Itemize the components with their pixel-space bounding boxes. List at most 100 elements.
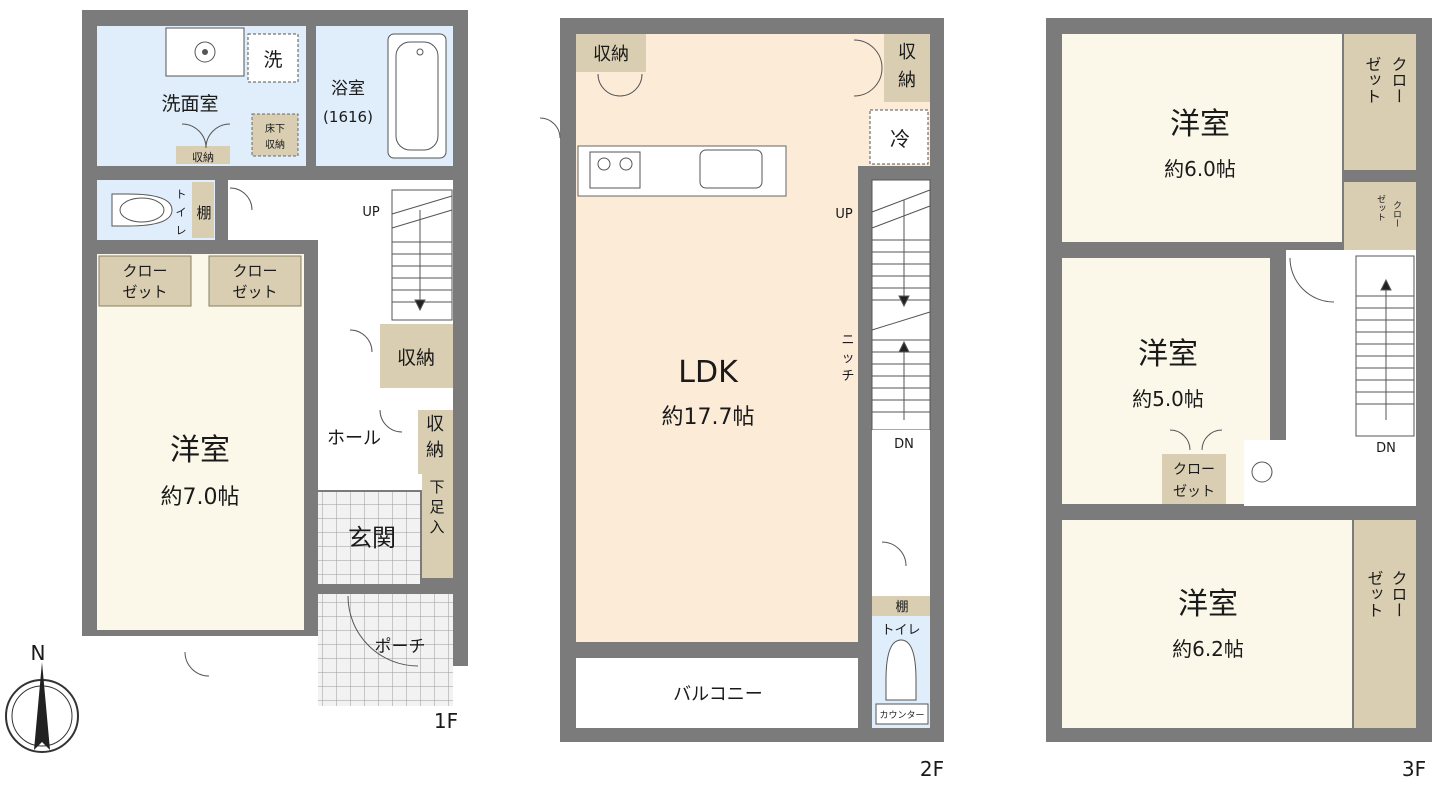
label-shuno-2f-right-1: 収 (898, 42, 916, 63)
label-getabako-2: 足 (429, 498, 444, 516)
label-senmen: 洗面室 (161, 93, 218, 115)
label-closet3f-3-a: クロー (1389, 570, 1408, 618)
label-niche-2: ッ (841, 351, 854, 366)
label-closet-b-2: ゼット (232, 283, 277, 301)
label-room3f-1-area: 約6.0帖 (1164, 157, 1236, 181)
label-up-2f: UP (835, 207, 853, 222)
label-toilet-1f-2: イ (176, 206, 187, 219)
room3f-1 (1062, 34, 1342, 242)
label-youshitsu-1f-area: 約7.0帖 (161, 485, 240, 510)
storage-2f-right (884, 34, 930, 102)
label-shuno-2f-right-2: 納 (898, 70, 916, 91)
label-senmen-shuno: 収納 (192, 151, 214, 164)
floor-3f (1046, 18, 1432, 742)
bathtub (387, 33, 447, 159)
storage-hall-small (418, 410, 453, 474)
label-closet3f-2-b: ゼット (1173, 484, 1215, 500)
storage-getabako (422, 474, 453, 578)
label-closet3f-2-a: クロー (1173, 462, 1215, 478)
label-dn-2f: DN (894, 437, 914, 452)
label-ldk-area: 約17.7帖 (662, 405, 755, 430)
label-tana-1f: 棚 (196, 204, 211, 222)
shelf-2f (872, 596, 930, 616)
stove (589, 151, 641, 189)
storage-hall-big (380, 324, 453, 388)
label-getabako-1: 下 (429, 478, 444, 496)
kitchen-sink (699, 149, 763, 189)
closet3f-1 (1344, 34, 1416, 170)
closet-b-1f (208, 255, 302, 307)
label-closet-a-2: ゼット (122, 283, 167, 301)
floor-label-2f: 2F (920, 757, 944, 781)
label-yukashita-2: 収納 (265, 138, 285, 151)
label-yokushitsu-size: (1616) (323, 108, 373, 126)
label-closet3f-1-b: ゼット (1363, 56, 1382, 104)
label-closet3f-small-b: ゼット (1375, 194, 1386, 221)
label-counter: カウンター (879, 710, 924, 721)
label-hall-shuno: 収納 (397, 347, 435, 369)
storage-senmen (176, 146, 230, 164)
compass-north-label: N (31, 641, 46, 665)
storage-yukashita (251, 113, 299, 157)
label-toilet-1f-3: レ (176, 224, 187, 237)
label-getabako-3: 入 (429, 518, 444, 536)
label-shuno-small-2: 納 (426, 440, 444, 461)
label-hall: ホール (327, 428, 381, 449)
stairs-3f (1355, 255, 1415, 437)
stairs-1f (391, 189, 453, 321)
floor-label-3f: 3F (1402, 757, 1426, 781)
label-youshitsu-1f: 洋室 (170, 433, 230, 468)
label-niche-1: ニ (841, 333, 854, 348)
label-dn-3f: DN (1376, 441, 1396, 456)
label-closet3f-3-b: ゼット (1365, 570, 1384, 618)
label-balcony: バルコニー (673, 684, 763, 705)
label-ldk: LDK (678, 355, 739, 390)
label-closet-b-1: クロー (232, 262, 277, 280)
closet3f-3 (1354, 520, 1416, 728)
label-closet3f-1-a: クロー (1389, 56, 1408, 104)
label-toilet-1f-1: ト (176, 188, 187, 201)
label-closet3f-small-a: クロー (1391, 200, 1401, 227)
label-toilet-2f: トイレ (881, 623, 920, 638)
label-room3f-1: 洋室 (1170, 107, 1230, 142)
floor-label-1f: 1F (434, 709, 458, 733)
room-genkan (318, 492, 420, 584)
storage-2f-left (576, 34, 646, 72)
label-shuno-small-1: 収 (426, 414, 444, 435)
label-room3f-2: 洋室 (1138, 337, 1198, 372)
label-fridge: 冷 (890, 127, 910, 151)
label-tana-2f: 棚 (895, 600, 908, 615)
label-shuno-2f-left: 収納 (593, 44, 629, 65)
closet3f-small (1344, 182, 1416, 250)
label-yokushitsu: 浴室 (331, 79, 365, 99)
label-room3f-3: 洋室 (1178, 587, 1238, 622)
label-room3f-3-area: 約6.2帖 (1172, 637, 1244, 661)
room-youshitsu-1f (97, 254, 304, 630)
label-room3f-2-area: 約5.0帖 (1132, 387, 1204, 411)
label-yukashita-1: 床下 (265, 122, 285, 135)
floor-1f (82, 10, 468, 706)
label-porch: ポーチ (375, 637, 426, 657)
room-porch (318, 594, 453, 706)
fridge-space (869, 109, 929, 165)
room3f-3 (1062, 520, 1352, 728)
label-genkan: 玄関 (348, 524, 396, 552)
compass-needle-icon (34, 662, 50, 750)
compass (5, 662, 79, 753)
hall-2f (872, 430, 930, 600)
stairs-2f (871, 179, 931, 431)
label-closet-a-1: クロー (122, 262, 167, 280)
label-niche-3: チ (841, 369, 854, 384)
shelf-1f (192, 182, 214, 238)
toilet-fixture-2f (885, 639, 917, 701)
label-sentaku: 洗 (263, 49, 282, 71)
closet-a-1f (98, 255, 192, 307)
floor-2f (539, 18, 944, 742)
hall-3f-b (1244, 440, 1288, 506)
washer-space (247, 33, 299, 83)
toilet-fixture-1f (111, 193, 173, 227)
label-up-1f: UP (362, 205, 380, 220)
closet3f-2 (1162, 454, 1226, 504)
room-balcony (576, 658, 858, 728)
